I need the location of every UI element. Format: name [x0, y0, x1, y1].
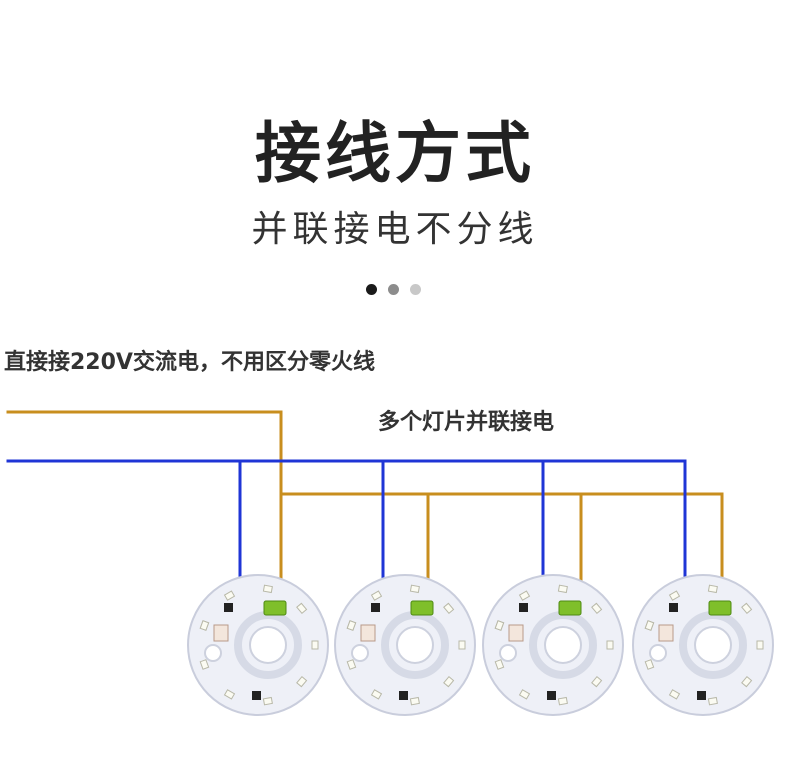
center-hole — [544, 626, 582, 664]
led-chip — [311, 640, 319, 650]
page-title: 接线方式 — [255, 115, 535, 192]
ic-chip — [252, 691, 261, 700]
led-chip — [707, 584, 718, 594]
led-chip — [223, 590, 236, 601]
led-chip — [370, 689, 383, 700]
led-chip — [199, 620, 210, 631]
pager-dot-1[interactable] — [366, 284, 377, 295]
ic-chip — [371, 603, 380, 612]
led-chip — [370, 590, 383, 601]
pager-dot-2[interactable] — [388, 284, 399, 295]
connector-pad — [213, 624, 229, 642]
terminal-block — [708, 600, 732, 616]
center-hole — [694, 626, 732, 664]
led-chip — [591, 675, 603, 688]
led-chip — [296, 675, 308, 688]
led-chip — [199, 659, 210, 670]
led-chip — [223, 689, 236, 700]
mount-hole — [351, 644, 369, 662]
mount-hole — [204, 644, 222, 662]
led-chip — [606, 640, 614, 650]
led-chip — [518, 689, 531, 700]
ic-chip — [697, 691, 706, 700]
connector-pad — [360, 624, 376, 642]
terminal-block — [410, 600, 434, 616]
ic-chip — [669, 603, 678, 612]
led-chip — [346, 659, 357, 670]
ic-chip — [224, 603, 233, 612]
led-board — [632, 574, 774, 716]
led-chip — [346, 620, 357, 631]
mount-hole — [499, 644, 517, 662]
led-chip — [557, 696, 568, 706]
connector-pad — [658, 624, 674, 642]
ic-chip — [547, 691, 556, 700]
parallel-note: 多个灯片并联接电 — [378, 410, 555, 435]
led-board — [187, 574, 329, 716]
led-chip — [707, 696, 718, 706]
mount-hole — [649, 644, 667, 662]
led-chip — [296, 602, 308, 615]
led-chip — [443, 602, 455, 615]
led-chip — [644, 659, 655, 670]
led-chip — [409, 584, 420, 594]
led-chip — [668, 590, 681, 601]
pager-dot-3[interactable] — [410, 284, 421, 295]
led-chip — [591, 602, 603, 615]
led-chip — [644, 620, 655, 631]
pager-dots — [366, 284, 421, 295]
wiring-note: 直接接220V交流电，不用区分零火线 — [4, 350, 375, 375]
center-hole — [396, 626, 434, 664]
led-chip — [756, 640, 764, 650]
led-chip — [262, 584, 273, 594]
led-chip — [409, 696, 420, 706]
led-board — [334, 574, 476, 716]
led-chip — [557, 584, 568, 594]
led-chip — [668, 689, 681, 700]
led-chip — [494, 659, 505, 670]
led-chip — [741, 602, 753, 615]
led-chip — [494, 620, 505, 631]
connector-pad — [508, 624, 524, 642]
ic-chip — [519, 603, 528, 612]
center-hole — [249, 626, 287, 664]
terminal-block — [558, 600, 582, 616]
led-chip — [262, 696, 273, 706]
ic-chip — [399, 691, 408, 700]
led-board — [482, 574, 624, 716]
led-chip — [518, 590, 531, 601]
led-chip — [741, 675, 753, 688]
led-chip — [443, 675, 455, 688]
page-subtitle: 并联接电不分线 — [251, 209, 539, 250]
terminal-block — [263, 600, 287, 616]
led-chip — [458, 640, 466, 650]
